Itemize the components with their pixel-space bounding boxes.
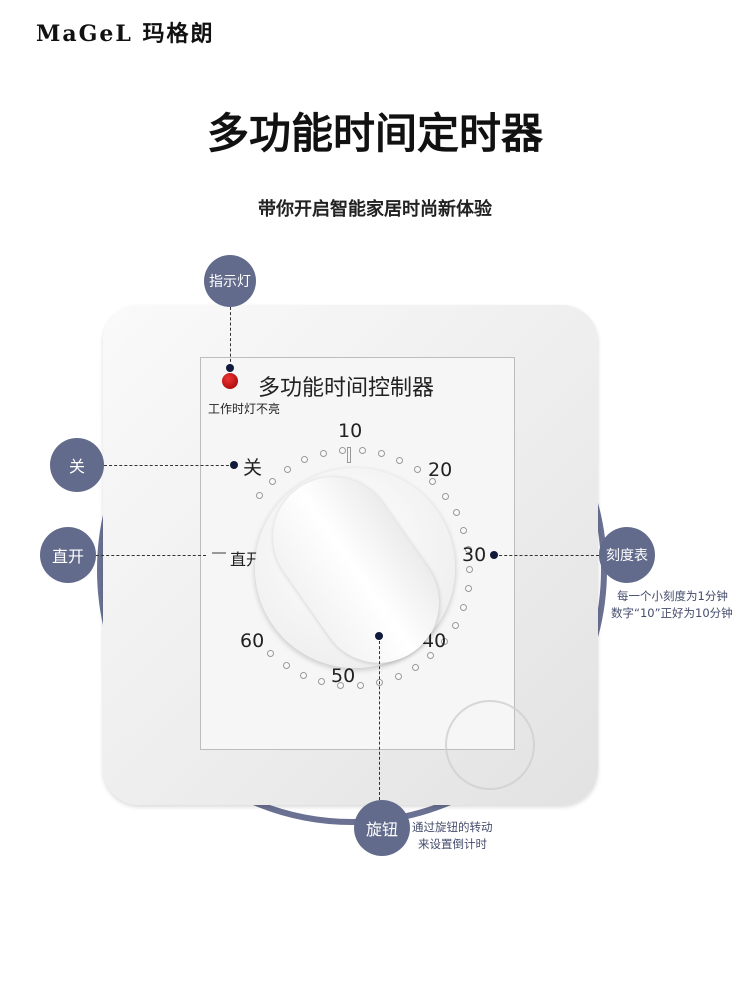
callout-scale-line (494, 555, 599, 556)
dial-tick (339, 446, 347, 454)
dial-tick (301, 456, 309, 464)
callout-on: 直开 (40, 527, 96, 583)
dial-tick (464, 584, 472, 592)
page-title: 多功能时间定时器 (206, 109, 543, 158)
dial-tick (465, 546, 473, 554)
dial-tick (442, 492, 450, 500)
page-subtitle: 带你开启智能家居时尚新体验 (258, 199, 492, 220)
knob-note-1: 通过旋钮的转动 (412, 820, 493, 834)
callout-scale: 刻度表 (599, 527, 655, 583)
callout-on-line (96, 555, 206, 556)
knob-note-2: 来设置倒计时 (418, 837, 487, 851)
panel-title: 多功能时间控制器 (258, 376, 435, 401)
dial-off-label: 关 (243, 457, 263, 479)
callout-off-line (104, 465, 234, 466)
dial-tick (427, 652, 435, 660)
dial-tick (451, 621, 459, 629)
indicator-led (222, 373, 238, 389)
dial-mark-10 (347, 447, 351, 463)
callout-indicator-pin (226, 364, 234, 372)
dial-tick (396, 456, 404, 464)
dial-tick (378, 450, 386, 458)
callout-knob-line (379, 636, 380, 800)
dial-number-30: 30 (462, 544, 487, 566)
dial-tick (413, 466, 421, 474)
dial-tick (317, 678, 325, 686)
dial-tick (337, 681, 345, 689)
scale-note-2: 数字“10”正好为10分钟 (611, 606, 733, 620)
callout-scale-pin (490, 551, 498, 559)
callout-off: 关 (50, 438, 104, 492)
dial-tick (299, 671, 307, 679)
dial-tick (459, 603, 467, 611)
dial-tick (255, 491, 263, 499)
dial-tick (356, 682, 364, 690)
store-watermark (445, 700, 535, 790)
dial-number-60: 60 (240, 630, 265, 652)
dial-number-20: 20 (428, 459, 453, 481)
dial-tick (284, 465, 292, 473)
dial-tick (268, 477, 276, 485)
dial-tick (460, 527, 468, 535)
dial-tick (319, 450, 327, 457)
dial-number-10: 10 (338, 420, 363, 442)
dial-tick (452, 509, 460, 517)
dial-tick (466, 565, 474, 573)
dial-tick (282, 662, 290, 670)
callout-knob-pin (375, 632, 383, 640)
brand-logo: MaGeL 玛格朗 (36, 21, 215, 47)
dial-tick (267, 650, 275, 658)
dial-on-label: 直开 (230, 550, 263, 569)
led-note: 工作时灯不亮 (208, 402, 281, 416)
dial-tick (440, 637, 448, 645)
scale-note-1: 每一个小刻度为1分钟 (617, 589, 728, 603)
dial-number-50: 50 (331, 665, 356, 687)
dial-tick (428, 478, 436, 486)
dial-tick (394, 673, 402, 681)
callout-indicator: 指示灯 (204, 255, 256, 307)
dial-tick (358, 446, 366, 454)
dial-tick (411, 664, 419, 672)
callout-off-pin (230, 461, 238, 469)
dial-on-mark (212, 552, 226, 554)
callout-indicator-line (230, 307, 231, 367)
callout-knob: 旋钮 (354, 800, 410, 856)
